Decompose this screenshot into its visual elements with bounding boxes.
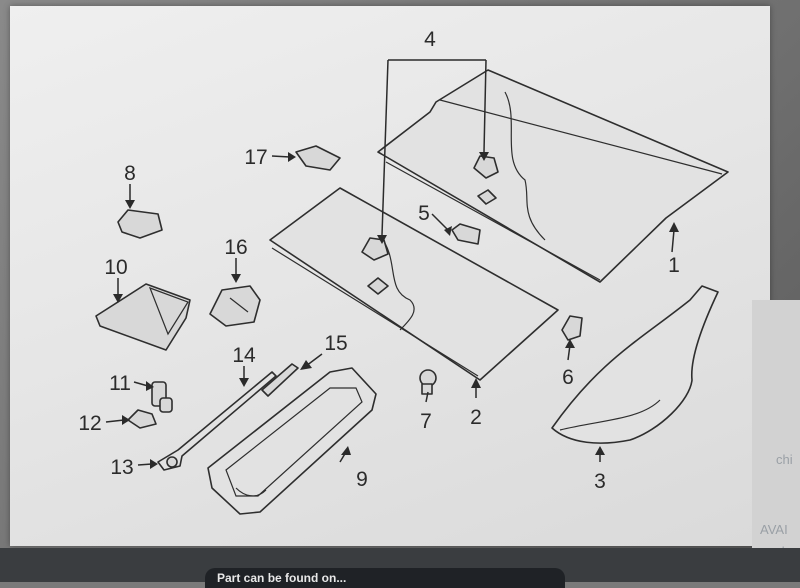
callout-1: 1 (668, 254, 680, 277)
part-17-bracket (295, 145, 341, 171)
callout-11: 11 (109, 372, 131, 395)
side-label-1: chi (776, 452, 793, 467)
part-7-fastener (419, 369, 437, 395)
part-1-rear-panel (377, 69, 729, 283)
callout-6: 6 (562, 366, 574, 389)
part-9-tray (207, 367, 377, 515)
callout-9: 9 (356, 468, 368, 491)
part-16-bracket (209, 285, 261, 327)
callout-10: 10 (104, 256, 127, 279)
callout-13: 13 (110, 456, 133, 479)
leader-lines (105, 59, 679, 469)
part-13-14-rod (157, 371, 277, 471)
callout-2: 2 (470, 406, 482, 429)
side-panel (752, 300, 800, 582)
part-2-middle-panel (269, 187, 559, 381)
part-8-bracket (117, 209, 163, 239)
callout-3: 3 (594, 470, 606, 493)
part-6-clip (561, 315, 583, 341)
callout-15: 15 (324, 332, 347, 355)
part-11-hinge (151, 381, 173, 413)
part-3-side-trim (551, 285, 719, 444)
part-5-clip (451, 223, 481, 245)
part-10-bracket (95, 283, 191, 351)
callout-5: 5 (418, 202, 430, 225)
callout-17: 17 (244, 146, 267, 169)
part-15-rod (261, 363, 299, 397)
callout-12: 12 (78, 412, 101, 435)
callout-14: 14 (232, 344, 256, 367)
callout-4: 4 (424, 28, 436, 51)
part-12-clip (127, 409, 157, 429)
callout-8: 8 (124, 162, 136, 185)
tooltip-banner: Part can be found on... (205, 568, 565, 588)
callout-16: 16 (224, 236, 247, 259)
side-label-2: AVAI (760, 522, 788, 537)
callout-7: 7 (420, 410, 432, 433)
